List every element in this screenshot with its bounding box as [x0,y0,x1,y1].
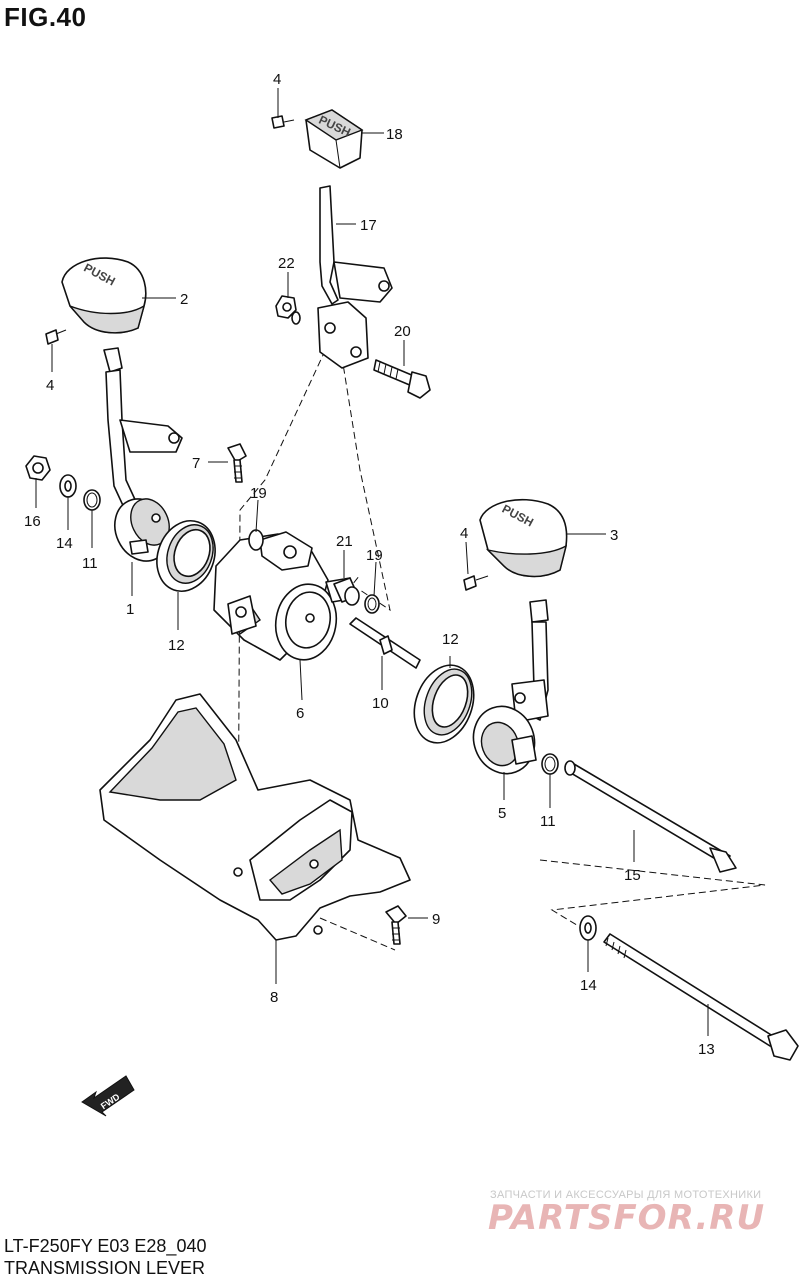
bolt-part-20[interactable] [373,359,431,399]
screw-part-4-top[interactable] [271,115,295,129]
section-title: TRANSMISSION LEVER [4,1258,206,1278]
callout-6: 6 [296,705,304,722]
knob-cap-part-18[interactable]: PUSH [304,109,364,169]
callout-19-left: 19 [250,485,267,502]
seal-part-12-right[interactable] [404,657,484,751]
callout-16: 16 [24,513,41,530]
callout-4-top: 4 [273,71,281,88]
callout-2: 2 [180,291,188,308]
washer-part-14-left[interactable] [59,474,77,498]
callout-18: 18 [386,126,403,143]
o-ring-part-19-left[interactable] [248,529,264,551]
housing-part-6[interactable] [213,531,357,665]
callout-11-left: 11 [82,555,98,572]
leader-lines [35,88,709,1036]
fwd-direction-arrow: FWD [81,1075,135,1117]
callout-12-left: 12 [168,637,185,654]
lever-part-5[interactable] [464,599,549,782]
bracket-part-8[interactable] [99,693,411,941]
long-bolt-part-13[interactable] [603,933,799,1061]
callout-8: 8 [270,989,278,1006]
seal-part-12-left[interactable] [147,513,224,600]
callout-5: 5 [498,805,506,822]
collar-part-21[interactable] [333,577,360,606]
o-ring-part-19-right[interactable] [364,594,380,614]
callout-9: 9 [432,911,440,928]
knob-part-2[interactable]: PUSH [61,257,147,334]
callout-4-left: 4 [46,377,54,394]
callout-4-right: 4 [460,525,468,542]
callout-21: 21 [336,533,353,550]
screw-part-4-left[interactable] [45,329,67,345]
watermark-logo: PARTSFOR.RU [488,1198,766,1238]
figure-title: FIG.40 [4,2,87,32]
callout-20: 20 [394,323,411,340]
callout-13: 13 [698,1041,715,1058]
callout-11-right: 11 [540,813,556,830]
nut-part-22[interactable] [275,295,301,325]
bolt-part-9[interactable] [385,905,407,945]
callout-10: 10 [372,695,389,712]
callout-15: 15 [624,867,641,884]
washer-part-14-right[interactable] [579,915,597,941]
callout-17: 17 [360,217,377,234]
lever-part-1[interactable] [103,347,183,570]
callout-14-right: 14 [580,977,597,994]
callout-14-left: 14 [56,535,73,552]
callout-7: 7 [192,455,200,472]
callout-22: 22 [278,255,295,272]
o-ring-part-11-left[interactable] [83,489,101,511]
callout-19-right: 19 [366,547,383,564]
callout-labels: 4 18 17 22 2 20 4 7 19 16 14 11 21 19 4 … [24,71,715,1058]
screw-part-4-right[interactable] [463,575,489,591]
callout-3: 3 [610,527,618,544]
nut-part-16[interactable] [25,455,51,481]
bolt-part-7[interactable] [227,443,247,483]
shaft-part-15[interactable] [564,760,737,873]
model-code: LT-F250FY E03 E28_040 [4,1236,207,1256]
watermark-caption: ЗАПЧАСТИ И АКСЕССУАРЫ ДЛЯ МОТОТЕХНИКИ [490,1189,762,1201]
callout-1: 1 [126,601,134,618]
knob-part-3[interactable]: PUSH [479,498,568,578]
callout-12-right: 12 [442,631,459,648]
shift-lever-part-17[interactable] [317,185,393,369]
o-ring-part-11-right[interactable] [541,753,559,775]
pin-part-10[interactable] [349,617,421,669]
